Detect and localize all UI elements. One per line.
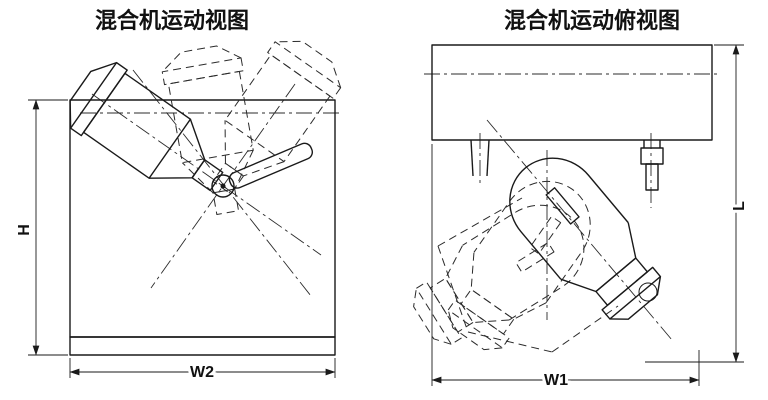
dimension-width-W2 [69, 358, 336, 378]
dimension-width-W1 [431, 144, 700, 386]
dimension-height-H [28, 99, 68, 356]
left-view-title: 混合机运动视图 [95, 8, 249, 33]
drum-phantom-position-1 [158, 41, 268, 221]
top-view-center-lines [424, 73, 720, 341]
right-view-title: 混合机运动俯视图 [504, 8, 680, 33]
frame-outline [69, 99, 336, 338]
dim-label-W2: W2 [190, 364, 214, 381]
right-hanger [640, 140, 664, 191]
machine-base [69, 336, 336, 356]
support-beam [431, 44, 713, 141]
front-view-center-lines [80, 69, 342, 297]
dim-label-H: H [16, 224, 33, 236]
top-view: 混合机运动俯视图 [399, 8, 751, 392]
front-view: 混合机运动视图 [13, 8, 351, 384]
dim-label-L: L [731, 201, 748, 211]
pivot-center [220, 183, 226, 189]
drum-phantom-position-2 [188, 28, 351, 212]
left-hanger [470, 139, 490, 177]
drive-arm [228, 142, 314, 189]
dim-label-W1: W1 [544, 372, 568, 389]
dimension-height-L [645, 44, 744, 363]
pivot-joint [211, 174, 235, 198]
mixing-drum-top [490, 139, 677, 337]
shaft-bearing [638, 282, 658, 302]
drum-top-phantom-traces [437, 197, 619, 353]
drum-top-phantom-2 [399, 187, 602, 360]
